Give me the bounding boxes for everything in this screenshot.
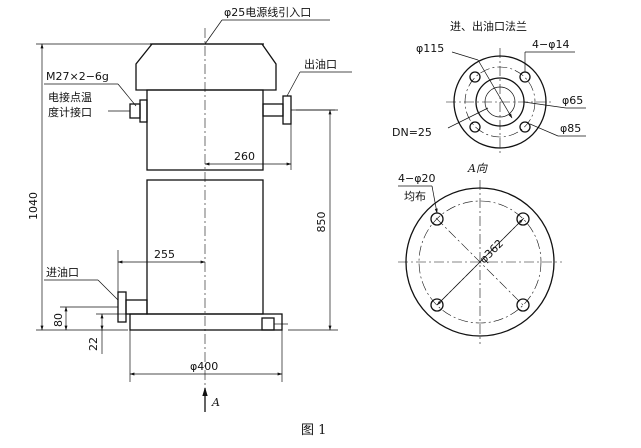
dim-line-base-pcd — [436, 218, 524, 306]
outlet-flange — [282, 95, 292, 125]
label-thermo-port-2: 度计接口 — [48, 105, 92, 119]
base-bolt-right — [261, 317, 275, 331]
base-plate — [129, 313, 283, 331]
dim-base-gap: 22 — [87, 337, 100, 351]
view-a-title: A向 — [467, 162, 488, 175]
label-flange-bore: φ65 — [562, 94, 583, 107]
label-oil-inlet: 进油口 — [46, 265, 79, 279]
view-a — [398, 180, 562, 344]
label-oil-outlet: 出油口 — [304, 57, 337, 71]
dim-inlet-offset: 255 — [154, 248, 175, 261]
dim-inlet-height: 80 — [52, 313, 65, 327]
label-flange-dn: DN=25 — [392, 126, 432, 139]
thermo-port-boss — [139, 99, 148, 123]
label-thermo-port-1: 电接点温 — [48, 91, 92, 104]
thermo-port — [129, 103, 141, 119]
dim-outlet-offset: 260 — [234, 150, 255, 163]
inlet-pipe — [125, 299, 148, 315]
flange-title: 进、出油口法兰 — [450, 19, 527, 33]
label-cable-inlet: φ25电源线引入口 — [224, 5, 311, 19]
label-flange-dia: φ115 — [416, 42, 444, 55]
dim-base-diameter: φ400 — [190, 360, 218, 373]
base-bolt-hole — [516, 298, 530, 312]
label-base-holes-1: 4−φ20 — [398, 172, 435, 185]
flange-bolt-hole — [469, 71, 481, 83]
label-flange-holes: 4−φ14 — [532, 38, 569, 51]
top-cover — [135, 43, 277, 91]
outlet-pipe — [262, 103, 284, 117]
label-view-arrow: A — [211, 396, 220, 409]
label-flange-pcd: φ85 — [560, 122, 581, 135]
flange-bolt-hole — [469, 121, 481, 133]
flange-view — [446, 48, 586, 156]
inlet-flange — [117, 291, 127, 323]
flange-bolt-hole — [519, 71, 531, 83]
figure-caption: 图 1 — [301, 423, 326, 438]
label-base-holes-2: 均布 — [404, 190, 426, 203]
flange-bolt-hole — [519, 121, 531, 133]
dim-outlet-height: 850 — [315, 212, 328, 233]
label-thread-spec: M27×2−6g — [46, 70, 109, 83]
dim-total-height: 1040 — [27, 192, 40, 220]
base-bolt-circle — [418, 200, 542, 324]
front-view — [36, 19, 352, 412]
